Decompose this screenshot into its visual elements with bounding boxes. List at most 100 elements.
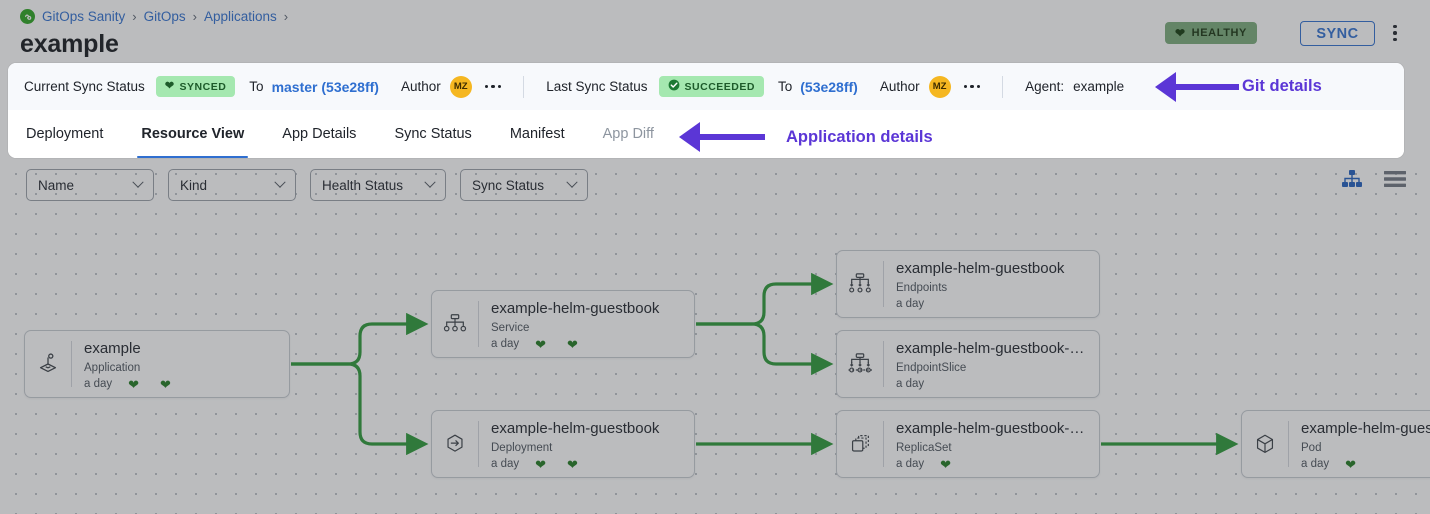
tab-sync-status[interactable]: Sync Status [394, 126, 472, 142]
breadcrumb-item-applications[interactable]: Applications [203, 9, 277, 24]
replicaset-icon [837, 411, 883, 477]
tab-manifest[interactable]: Manifest [509, 126, 565, 142]
graph-node-title: example-helm-guestbook-ct... [896, 340, 1089, 357]
divider [1288, 421, 1289, 467]
graph-node-title: example-helm-guestbook-74... [896, 420, 1089, 437]
heart-icon: ❤ [160, 376, 171, 392]
heart-icon: ❤ [940, 456, 952, 472]
graph-node-kind: Pod [1301, 441, 1322, 454]
current-sync-status-badge[interactable]: ❤ SYNCED [155, 76, 236, 97]
application-icon [25, 331, 71, 397]
kebab-icon[interactable] [1386, 23, 1404, 43]
graph-node-age: a day [896, 377, 925, 390]
graph-node-title: example-helm-guest [1301, 420, 1430, 437]
graph-node-title: example [84, 340, 141, 357]
graph-node-age: a day [84, 378, 113, 391]
breadcrumb-item-gitops[interactable]: GitOps [143, 9, 186, 24]
graph-node-age: a day [491, 458, 520, 471]
page-title: example [20, 30, 119, 58]
endpoints-icon [837, 251, 883, 317]
breadcrumb-separator: › [132, 9, 137, 24]
graph-node-age: a day [491, 338, 520, 351]
tree-view-icon[interactable] [1342, 170, 1362, 193]
sync-status-bar: Current Sync Status ❤ SYNCED To master (… [8, 63, 1404, 110]
avatar[interactable]: MZ [449, 75, 472, 98]
highlighted-details-panel: Current Sync Status ❤ SYNCED To master (… [8, 63, 1404, 158]
filter-kind[interactable]: Kind [168, 169, 296, 201]
graph-edges [291, 272, 1239, 456]
check-circle-icon [668, 79, 680, 94]
last-revision-link[interactable]: (53e28ff) [800, 78, 858, 95]
sync-button[interactable]: SYNC [1300, 21, 1375, 46]
tab-deployment[interactable]: Deployment [26, 126, 104, 142]
endpointslice-icon [837, 331, 883, 397]
last-sync-overflow-icon[interactable] [963, 84, 981, 89]
status-badge-health[interactable]: ❤ HEALTHY [1165, 22, 1257, 44]
page-header: GitOps Sanity › GitOps › Applications › … [0, 0, 1430, 64]
heart-icon: ❤ [128, 376, 140, 392]
last-sync-status-badge-label: SUCCEEDED [684, 80, 755, 93]
breadcrumb-item-gitops-sanity[interactable]: GitOps Sanity [42, 9, 126, 24]
filter-health-status-label: Health Status [322, 177, 404, 193]
current-sync-status-label: Current Sync Status [24, 79, 145, 94]
last-author-label: Author [879, 79, 920, 94]
graph-node-title: example-helm-guestbook [491, 300, 660, 317]
filter-sync-status-label: Sync Status [472, 177, 545, 193]
current-author-label: Author [400, 79, 441, 94]
filter-kind-label: Kind [180, 177, 208, 193]
graph-node-kind: Deployment [491, 441, 553, 454]
divider [883, 341, 884, 387]
breadcrumb: GitOps Sanity › GitOps › Applications › [20, 9, 288, 24]
filter-sync-status[interactable]: Sync Status [460, 169, 588, 201]
graph-node-kind: Application [84, 361, 141, 374]
tab-app-diff[interactable]: App Diff [602, 126, 654, 142]
current-sync-status-badge-label: SYNCED [179, 80, 227, 93]
deployment-icon [432, 411, 478, 477]
graph-node-title: example-helm-guestbook [896, 260, 1065, 277]
heart-icon: ❤ [567, 336, 578, 352]
graph-node-age: a day [896, 297, 925, 310]
git-details-annotation-label: Git details [1242, 77, 1322, 95]
avatar[interactable]: MZ [928, 75, 951, 98]
heart-icon: ❤ [567, 456, 578, 472]
last-sync-status-badge[interactable]: SUCCEEDED [658, 76, 764, 97]
last-sync-status-label: Last Sync Status [546, 79, 648, 94]
tab-app-details[interactable]: App Details [282, 126, 357, 142]
graph-filter-toolbar: Name Kind Health Status Sync Status [0, 158, 1430, 212]
current-revision-link[interactable]: master (53e28ff) [271, 78, 379, 95]
divider [523, 75, 525, 98]
graph-node-endpointslice[interactable]: example-helm-guestbook-ct... EndpointSlic… [836, 330, 1100, 398]
breadcrumb-separator: › [283, 9, 289, 24]
heart-icon: ❤ [535, 336, 547, 352]
heart-icon: ❤ [1345, 456, 1357, 472]
tab-bar: Deployment Resource View App Details Syn… [8, 110, 1404, 158]
resource-graph-canvas[interactable]: Name Kind Health Status Sync Status [0, 158, 1430, 514]
agent-label: Agent: [1025, 79, 1065, 94]
gitops-logo-icon [20, 9, 35, 24]
graph-node-title: example-helm-guestbook [491, 420, 660, 437]
graph-node-kind: EndpointSlice [896, 361, 967, 374]
divider [71, 341, 72, 387]
list-view-icon[interactable] [1384, 170, 1406, 193]
view-mode-toggles [1342, 170, 1406, 193]
health-badge-label: HEALTHY [1191, 27, 1247, 39]
service-icon [432, 291, 478, 357]
pod-icon [1242, 411, 1288, 477]
divider [478, 421, 479, 467]
application-details-annotation-label: Application details [786, 128, 933, 146]
filter-health-status[interactable]: Health Status [310, 169, 446, 201]
graph-node-kind: ReplicaSet [896, 441, 952, 454]
current-sync-overflow-icon[interactable] [484, 84, 502, 89]
filter-name-label: Name [38, 177, 75, 193]
divider [883, 421, 884, 467]
last-to-label: To [777, 79, 793, 94]
tab-resource-view[interactable]: Resource View [137, 110, 249, 158]
filter-name[interactable]: Name [26, 169, 154, 201]
